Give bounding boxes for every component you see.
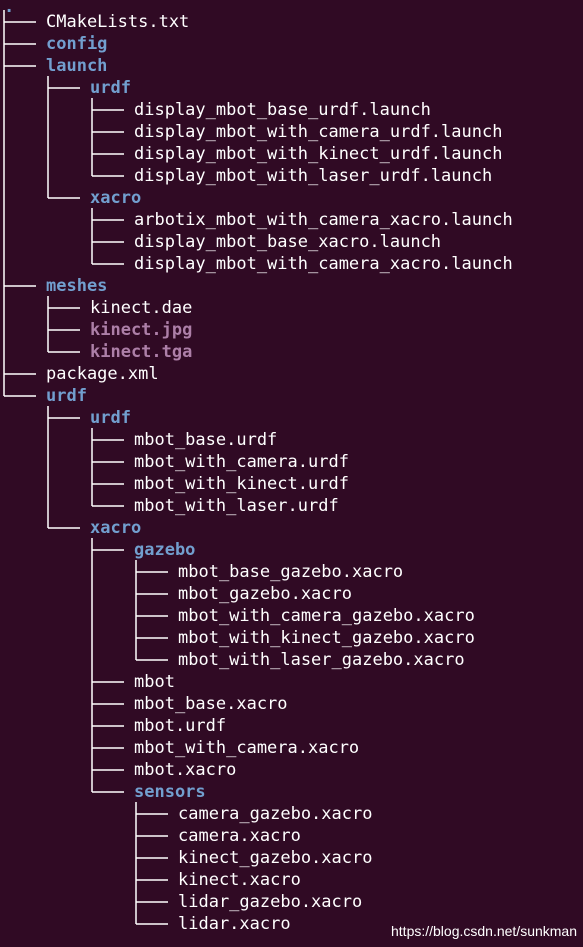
tree-dir-sensors: sensors: [134, 782, 206, 802]
tree-file-kinect-xacro: kinect.xacro: [178, 870, 301, 890]
tree-file-mbot-gazebo-xacro: mbot_gazebo.xacro: [178, 584, 352, 604]
tree-file-arbotix-mbot-with-camera-xacro-launch: arbotix_mbot_with_camera_xacro.launch: [134, 210, 513, 230]
tree-file-display-mbot-with-camera-urdf-launch: display_mbot_with_camera_urdf.launch: [134, 122, 503, 142]
tree-file-display-mbot-base-urdf-launch: display_mbot_base_urdf.launch: [134, 100, 431, 120]
tree-file-lidar-xacro: lidar.xacro: [178, 914, 291, 934]
tree-file-mbot-with-laser-urdf: mbot_with_laser.urdf: [134, 496, 339, 516]
tree-file-mbot-with-kinect-urdf: mbot_with_kinect.urdf: [134, 474, 349, 494]
tree-file-mbot-with-kinect-gazebo-xacro: mbot_with_kinect_gazebo.xacro: [178, 628, 475, 648]
tree-file-display-mbot-with-laser-urdf-launch: display_mbot_with_laser_urdf.launch: [134, 166, 493, 186]
tree-file-mbot-base-urdf: mbot_base.urdf: [134, 430, 278, 450]
tree-dir-launch: launch: [46, 56, 108, 76]
tree-file-mbot-base-xacro: mbot_base.xacro: [134, 694, 288, 714]
tree-root: .: [4, 0, 15, 17]
tree-dir-xacro: xacro: [90, 518, 142, 538]
tree-file-display-mbot-with-camera-xacro-launch: display_mbot_with_camera_xacro.launch: [134, 254, 513, 274]
tree-dir-urdf: urdf: [46, 386, 87, 406]
tree-file-mbot-with-camera-xacro: mbot_with_camera.xacro: [134, 738, 360, 758]
tree-file-kinect-jpg: kinect.jpg: [90, 320, 193, 340]
tree-dir-gazebo: gazebo: [134, 540, 196, 560]
tree-dir-urdf: urdf: [90, 78, 131, 98]
tree-file-mbot-base-gazebo-xacro: mbot_base_gazebo.xacro: [178, 562, 404, 582]
tree-file-package-xml: package.xml: [46, 364, 159, 384]
tree-file-camera-gazebo-xacro: camera_gazebo.xacro: [178, 804, 373, 824]
tree-file-kinect-dae: kinect.dae: [90, 298, 193, 318]
tree-file-display-mbot-base-xacro-launch: display_mbot_base_xacro.launch: [134, 232, 442, 252]
tree-file-camera-xacro: camera.xacro: [178, 826, 301, 846]
tree-dir-meshes: meshes: [46, 276, 108, 296]
tree-file-mbot: mbot: [134, 672, 175, 692]
tree-dir-xacro: xacro: [90, 188, 142, 208]
tree-file-kinect-tga: kinect.tga: [90, 342, 193, 362]
tree-file-mbot-with-laser-gazebo-xacro: mbot_with_laser_gazebo.xacro: [178, 650, 465, 670]
tree-file-cmakelists-txt: CMakeLists.txt: [46, 12, 190, 32]
watermark-url: https://blog.csdn.net/sunkman: [391, 923, 577, 939]
tree-file-lidar-gazebo-xacro: lidar_gazebo.xacro: [178, 892, 363, 912]
tree-file-mbot-with-camera-urdf: mbot_with_camera.urdf: [134, 452, 349, 472]
tree-dir-urdf: urdf: [90, 408, 131, 428]
tree-file-mbot-with-camera-gazebo-xacro: mbot_with_camera_gazebo.xacro: [178, 606, 475, 626]
tree-file-mbot-urdf: mbot.urdf: [134, 716, 227, 736]
tree-dir-config: config: [46, 34, 108, 54]
tree-file-kinect-gazebo-xacro: kinect_gazebo.xacro: [178, 848, 373, 868]
tree-file-mbot-xacro: mbot.xacro: [134, 760, 237, 780]
tree-file-display-mbot-with-kinect-urdf-launch: display_mbot_with_kinect_urdf.launch: [134, 144, 503, 164]
